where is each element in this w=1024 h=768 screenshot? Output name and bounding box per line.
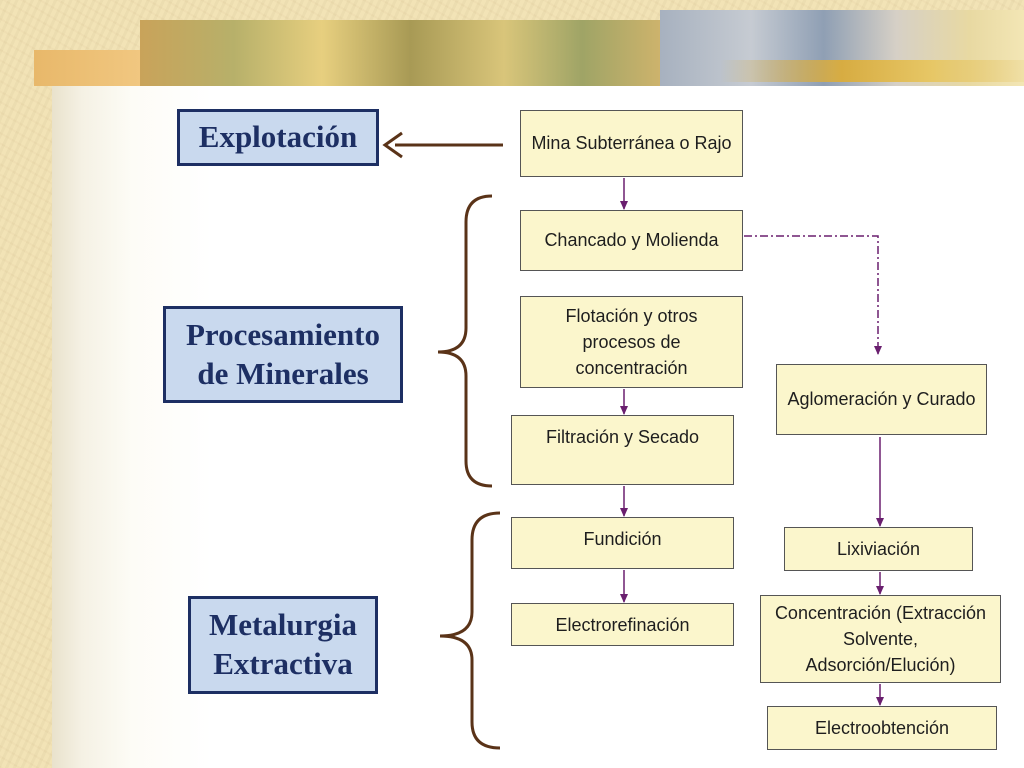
decorative-banner xyxy=(0,0,1024,86)
step-lixiviacion: Lixiviación xyxy=(784,527,973,571)
step-chancado: Chancado y Molienda xyxy=(520,210,743,271)
stage-metalurgia: Metalurgia Extractiva xyxy=(188,596,378,694)
step-lixiviacion-label: Lixiviación xyxy=(836,538,921,559)
step-concentracion: Concentración (Extracción Solvente, Adso… xyxy=(760,595,1001,683)
step-electroobtencion: Electroobtención xyxy=(767,706,997,750)
step-mina-label: Mina Subterránea o Rajo xyxy=(531,133,732,154)
step-electrorefinacion: Electrorefinación xyxy=(511,603,734,646)
stage-explotacion: Explotación xyxy=(177,109,379,166)
stage-explotacion-label: Explotación xyxy=(198,119,358,155)
step-aglomeracion-label: Aglomeración y Curado xyxy=(787,389,976,410)
stage-procesamiento: Procesamiento de Minerales xyxy=(163,306,403,403)
step-fundicion: Fundición xyxy=(511,517,734,569)
step-mina: Mina Subterránea o Rajo xyxy=(520,110,743,177)
step-electroobtencion-label: Electroobtención xyxy=(814,717,950,738)
step-chancado-label: Chancado y Molienda xyxy=(544,230,719,251)
step-filtracion-label: Filtración y Secado xyxy=(545,427,700,447)
step-electrorefinacion-label: Electrorefinación xyxy=(555,615,690,635)
banner-strip-gold xyxy=(720,60,1024,82)
step-flotacion-label: Flotación y otros procesos de concentrac… xyxy=(565,305,698,379)
banner-strip-left xyxy=(34,50,154,86)
step-flotacion: Flotación y otros procesos de concentrac… xyxy=(520,296,743,388)
stage-procesamiento-label: Procesamiento de Minerales xyxy=(186,316,380,391)
step-concentracion-label: Concentración (Extracción Solvente, Adso… xyxy=(774,602,987,676)
step-fundicion-label: Fundición xyxy=(583,529,662,549)
step-filtracion: Filtración y Secado xyxy=(511,415,734,485)
step-aglomeracion: Aglomeración y Curado xyxy=(776,364,987,435)
stage-metalurgia-label: Metalurgia Extractiva xyxy=(208,607,358,681)
banner-strip-leaves xyxy=(140,20,660,86)
